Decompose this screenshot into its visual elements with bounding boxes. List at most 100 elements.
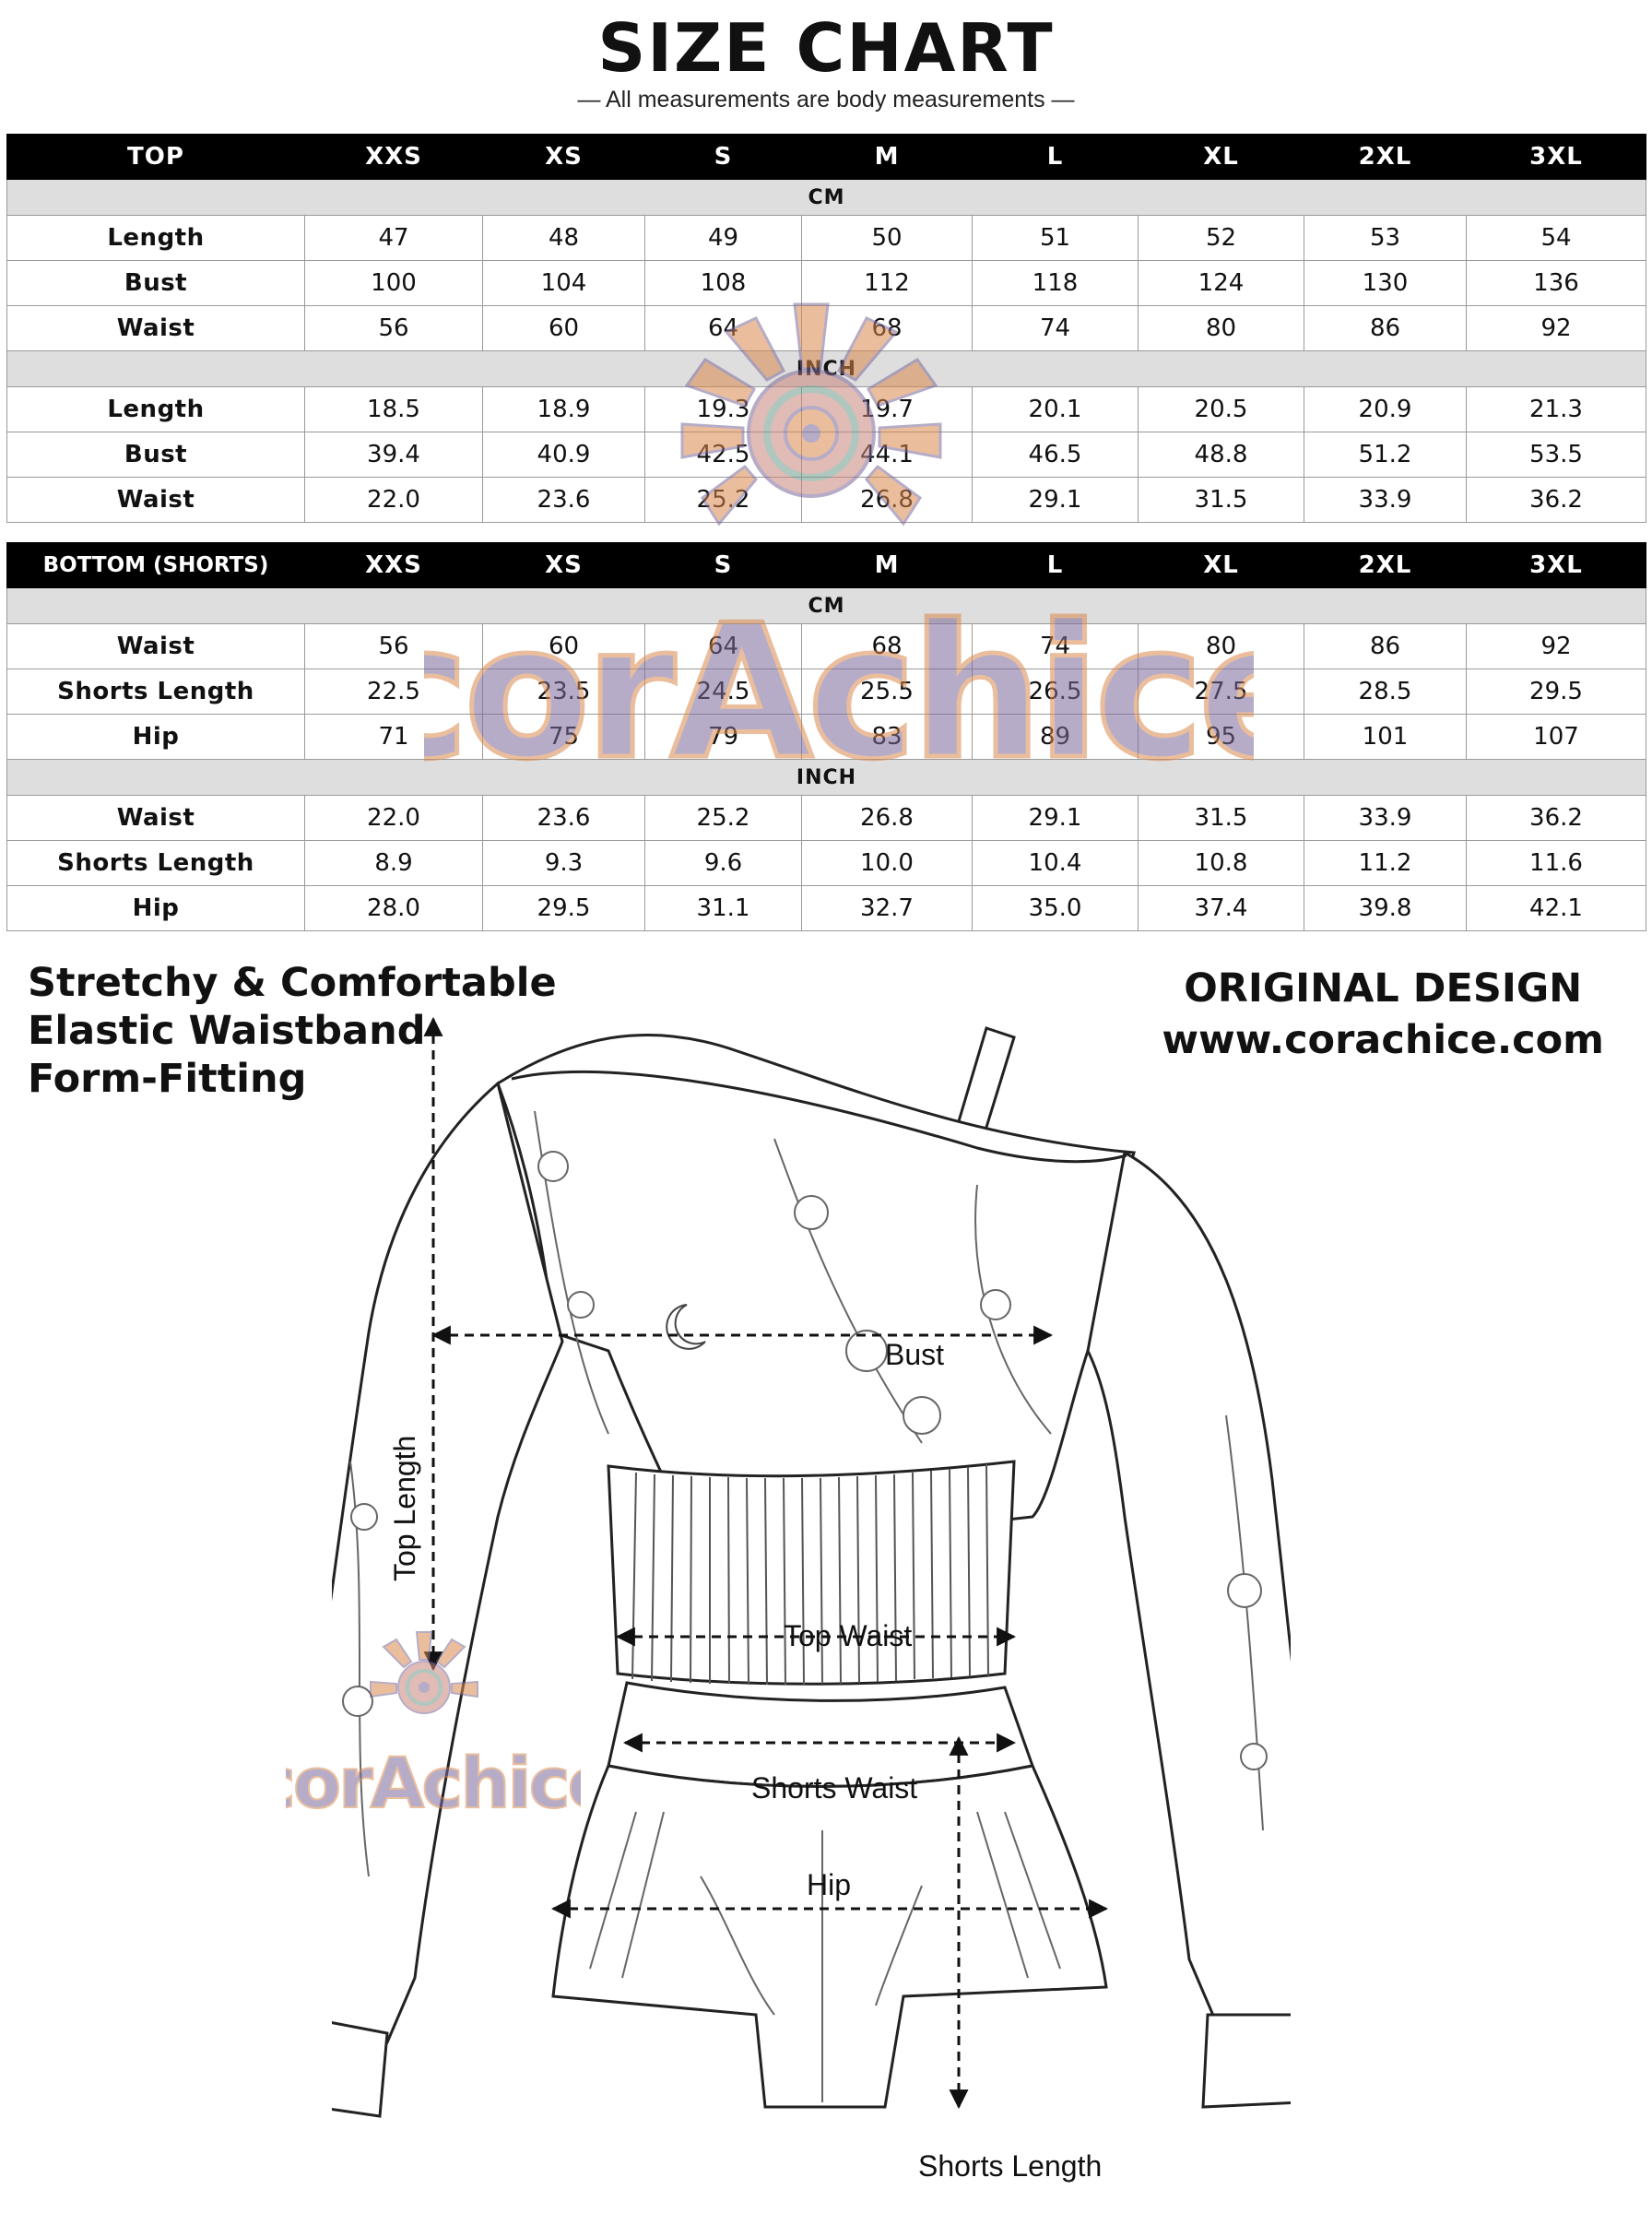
table-cell: 20.9 [1304,386,1467,432]
table-cell: 39.8 [1304,885,1467,931]
table-row: Bust 100 104 108 112 118 124 130 136 [6,260,1646,306]
measurement-label: Bust [6,260,305,306]
table-cell: 83 [801,714,973,760]
size-header: M [801,134,973,180]
table-cell: 42.5 [644,432,802,478]
table-cell: 89 [972,714,1139,760]
table-cell: 19.3 [644,386,802,432]
table-row: Bust 39.4 40.9 42.5 44.1 46.5 48.8 51.2 … [6,432,1646,478]
table-cell: 100 [304,260,483,306]
size-header: XS [482,134,645,180]
table-cell: 32.7 [801,885,973,931]
table-cell: 36.2 [1466,477,1646,523]
feature-item: Form-Fitting [28,1056,307,1102]
measurement-label: Hip [6,885,305,931]
table-cell: 48.8 [1138,432,1304,478]
unit-label-inch: INCH [6,350,1646,387]
table-cell: 48 [482,215,645,261]
table-cell: 28.5 [1304,669,1467,715]
table-cell: 44.1 [801,432,973,478]
top-table-header-row: TOP XXS XS S M L XL 2XL 3XL [6,134,1646,180]
table-cell: 86 [1304,305,1467,351]
table-cell: 95 [1138,714,1304,760]
size-header: 2XL [1304,542,1467,588]
table-cell: 29.5 [482,885,645,931]
size-header: 2XL [1304,134,1467,180]
size-header: XL [1138,134,1304,180]
table-cell: 20.1 [972,386,1139,432]
table-cell: 40.9 [482,432,645,478]
table-cell: 101 [1304,714,1467,760]
table-cell: 71 [304,714,483,760]
feature-item: Stretchy & Comfortable [28,960,557,1006]
table-cell: 21.3 [1466,386,1646,432]
measurement-label: Length [6,215,305,261]
table-cell: 124 [1138,260,1304,306]
size-header: 3XL [1466,134,1646,180]
table-row: Hip 71 75 79 83 89 95 101 107 [6,714,1646,760]
table-cell: 24.5 [644,669,802,715]
table-row: Shorts Length 8.9 9.3 9.6 10.0 10.4 10.8… [6,840,1646,886]
bottom-size-table: BOTTOM (SHORTS) XXS XS S M L XL 2XL 3XL … [6,542,1646,931]
unit-label-inch: INCH [6,759,1646,796]
feature-item: Elastic Waistband [28,1008,426,1054]
measurement-label: Hip [6,714,305,760]
table-cell: 25.2 [644,795,802,841]
unit-label-cm: CM [6,587,1646,624]
table-cell: 20.5 [1138,386,1304,432]
table-cell: 68 [801,305,973,351]
table-cell: 130 [1304,260,1467,306]
measurement-label: Shorts Length [6,669,305,715]
table-cell: 74 [972,623,1139,669]
table-cell: 75 [482,714,645,760]
table-cell: 19.7 [801,386,973,432]
top-waist-label: Top Waist [784,1619,912,1652]
table-cell: 51 [972,215,1139,261]
size-header: L [972,542,1139,588]
table-cell: 25.2 [644,477,802,523]
size-header: S [644,134,802,180]
table-cell: 22.5 [304,669,483,715]
table-cell: 42.1 [1466,885,1646,931]
size-header: XXS [304,134,483,180]
table-cell: 31.5 [1138,477,1304,523]
table-cell: 23.5 [482,669,645,715]
bottom-table-title: BOTTOM (SHORTS) [6,542,305,588]
table-cell: 92 [1466,305,1646,351]
table-cell: 52 [1138,215,1304,261]
table-row: Waist 22.0 23.6 25.2 26.8 29.1 31.5 33.9… [6,795,1646,841]
table-row: Waist 22.0 23.6 25.2 26.8 29.1 31.5 33.9… [6,477,1646,523]
table-cell: 26.8 [801,795,973,841]
table-cell: 56 [304,623,483,669]
bust-label: Bust [885,1338,944,1371]
bottom-table-header-row: BOTTOM (SHORTS) XXS XS S M L XL 2XL 3XL [6,542,1646,588]
size-header: 3XL [1466,542,1646,588]
table-cell: 9.6 [644,840,802,886]
table-cell: 108 [644,260,802,306]
measurement-label: Waist [6,477,305,523]
measurement-label: Bust [6,432,305,478]
table-cell: 50 [801,215,973,261]
table-cell: 11.6 [1466,840,1646,886]
table-cell: 39.4 [304,432,483,478]
page-subtitle: — All measurements are body measurements… [577,87,1075,112]
table-cell: 80 [1138,305,1304,351]
size-header: L [972,134,1139,180]
table-cell: 36.2 [1466,795,1646,841]
table-cell: 28.0 [304,885,483,931]
table-cell: 33.9 [1304,795,1467,841]
table-cell: 35.0 [972,885,1139,931]
feature-list: Stretchy & Comfortable Elastic Waistband… [28,959,557,1103]
table-cell: 53 [1304,215,1467,261]
size-header: XS [482,542,645,588]
table-cell: 10.8 [1138,840,1304,886]
measurement-label: Waist [6,305,305,351]
table-cell: 74 [972,305,1139,351]
table-cell: 60 [482,623,645,669]
table-cell: 29.5 [1466,669,1646,715]
table-cell: 136 [1466,260,1646,306]
top-table-title: TOP [6,134,305,180]
table-cell: 79 [644,714,802,760]
table-row: Length 18.5 18.9 19.3 19.7 20.1 20.5 20.… [6,386,1646,432]
table-row: Shorts Length 22.5 23.5 24.5 25.5 26.5 2… [6,669,1646,715]
